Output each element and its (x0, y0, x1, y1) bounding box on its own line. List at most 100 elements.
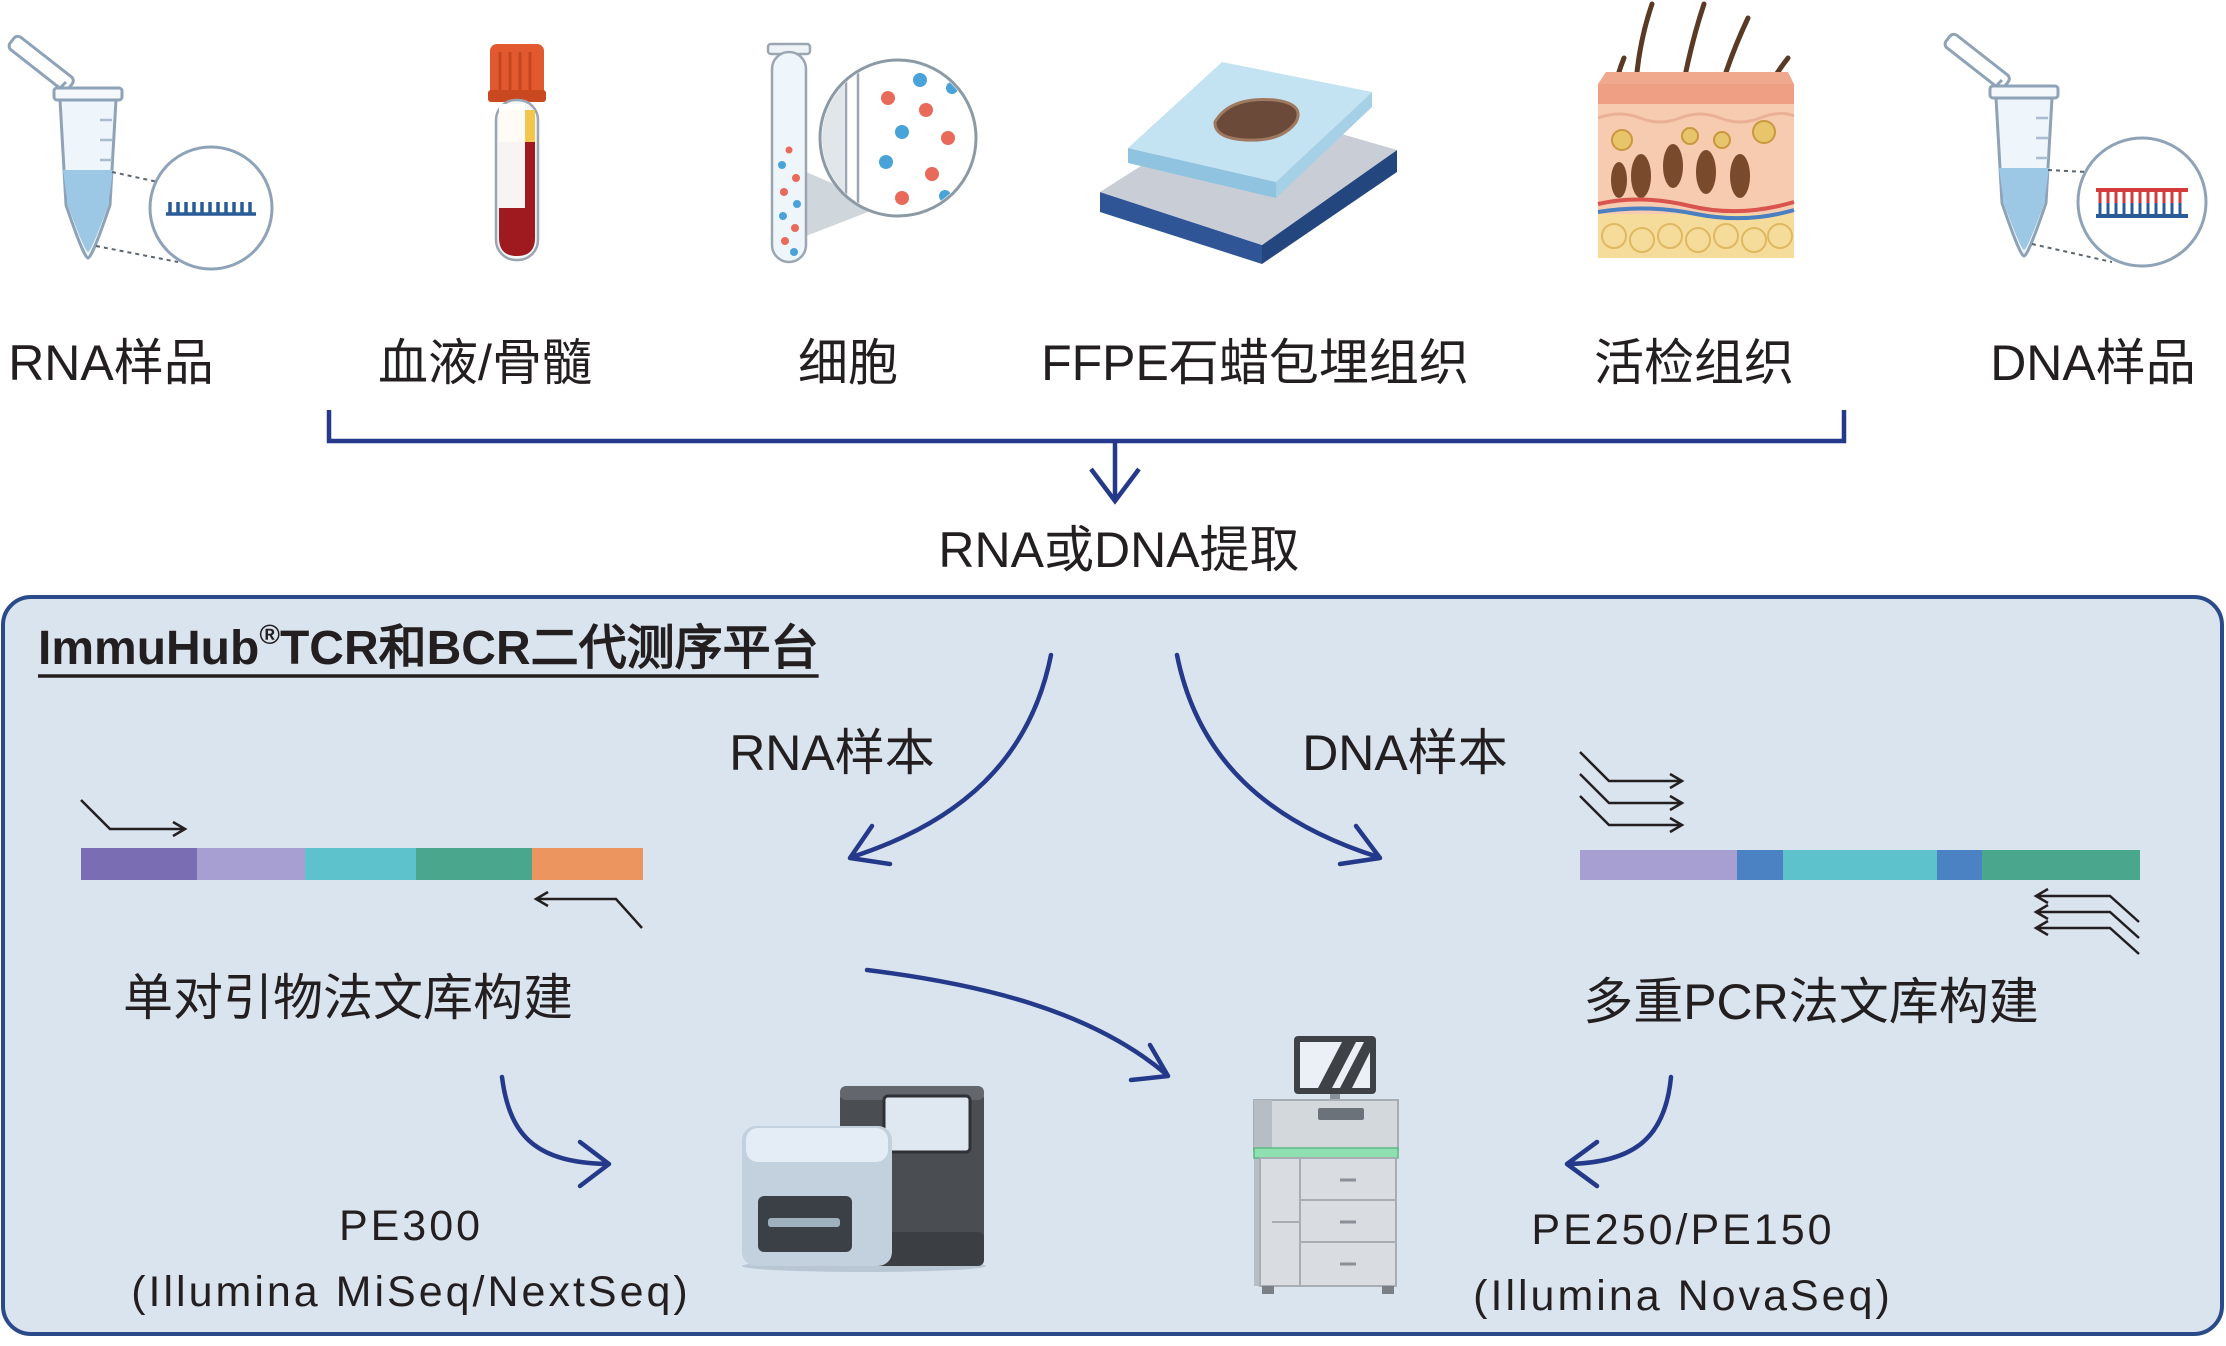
extraction-label: RNA或DNA提取 (938, 522, 1299, 578)
benchtop-sequencer-icon (742, 1086, 986, 1272)
segment-light-purple (1580, 850, 1738, 880)
rna-tube-icon (7, 34, 274, 271)
cabinet-panels (1272, 1158, 1396, 1286)
screen-stripe (1318, 1042, 1356, 1088)
platform-title-rest: TCR和BCR二代测序平台 (280, 622, 819, 675)
cell-tube-body (770, 50, 808, 264)
tube-graduations (100, 118, 112, 162)
dna-tube (1943, 32, 2060, 258)
cell-dots (778, 146, 801, 256)
extraction-arrow (1089, 441, 1141, 505)
arrow-head-dna-branch (1337, 823, 1383, 867)
blood-tube-icon (488, 44, 546, 262)
registered-mark: ® (259, 619, 280, 650)
arrow-rna-to-novaseq (864, 967, 1169, 1077)
segment-orange (532, 848, 643, 880)
segment-cyan (1783, 850, 1938, 880)
rna-branch-label: RNA样本 (729, 725, 935, 781)
fat-cells (1601, 223, 1793, 253)
production-sequencer-icon (1253, 1036, 1399, 1294)
module-top (746, 1128, 888, 1162)
rna-library-construct (80, 799, 643, 929)
segment-light-purple (197, 848, 306, 880)
sample-label-biopsy: 活检组织 (1594, 335, 1794, 391)
dna-read-length: PE250/PE150 (1531, 1206, 1834, 1254)
dna-branch-label: DNA样本 (1302, 725, 1508, 781)
cassette-side-right (1262, 150, 1397, 264)
platform-panel-border (1, 595, 2224, 1336)
paraffin-side-left (1128, 148, 1276, 198)
dna-method-label: 多重PCR法文库构建 (1583, 974, 2039, 1030)
magnifier-circle (2076, 136, 2208, 268)
sample-label-cells: 细胞 (798, 335, 898, 391)
magnifier-lines (2031, 169, 2113, 263)
sample-bracket (326, 410, 1847, 444)
platform-title: ImmuHub®TCR和BCR二代测序平台 (38, 619, 819, 675)
rna-instrument: (Illumina MiSeq/NextSeq) (131, 1268, 691, 1316)
skin-top-face (1598, 72, 1794, 84)
cabinet-foot (1262, 1286, 1274, 1294)
dermis-texture (1597, 111, 1795, 124)
vein (1597, 206, 1795, 221)
tube-liquid (63, 170, 113, 252)
forward-primer-arrow (1579, 773, 1685, 812)
forward-primer-arrow (1579, 795, 1685, 834)
rna-method-label: 单对引物法文库构建 (123, 970, 573, 1026)
segment-blue (1737, 850, 1784, 880)
magnifier-lines (95, 171, 179, 263)
arrow-dna-to-novaseq (1567, 1074, 1674, 1167)
single-primer-pair (80, 799, 643, 929)
platform-brand: ImmuHub (38, 622, 259, 675)
sample-label-blood: 血液/骨髓 (378, 335, 592, 391)
flow-arrows (499, 652, 1674, 1189)
epidermis (1598, 84, 1794, 104)
cabinet-foot (1382, 1286, 1394, 1294)
sample-label-ffpe: FFPE石蜡包埋组织 (1041, 335, 1469, 391)
rna-strand-icon (166, 202, 256, 216)
forward-primer-arrow (1579, 751, 1685, 790)
cell-tube-icon (766, 42, 978, 264)
arrow-head-dna-to-novaseq (1564, 1139, 1600, 1189)
arrow-rna-to-miseq (499, 1074, 609, 1167)
tissue-section (1213, 97, 1300, 142)
sample-label-dna: DNA样品 (1990, 335, 2196, 391)
blood-tube-cap (490, 44, 544, 96)
hair-follicles (1611, 144, 1750, 198)
platform-panel (1, 595, 2224, 1336)
dna-tube-icon (1943, 32, 2208, 268)
paraffin-side-right (1276, 92, 1372, 198)
tube-label (499, 104, 525, 208)
segment-blue (1937, 850, 1983, 880)
forward-primer-arrow (80, 799, 188, 838)
cassette-side-left (1100, 192, 1262, 264)
cap-ridges (498, 52, 532, 90)
extraction-flow (326, 410, 1847, 505)
glands (1611, 120, 1776, 151)
rna-read-length: PE300 (339, 1202, 483, 1250)
multiplex-primers (1579, 751, 2140, 955)
reverse-primer-arrow (2033, 887, 2140, 923)
arrow-head-rna-branch (847, 823, 893, 867)
dna-library-construct (1579, 751, 2140, 955)
flowcell-slot (1318, 1108, 1364, 1120)
sample-icons (7, 1, 2208, 271)
upper-cabinet (1253, 1099, 1399, 1151)
ffpe-block-icon (1100, 62, 1397, 264)
cabinet-handles (1340, 1178, 1356, 1266)
reverse-primer-arrow (2033, 903, 2140, 939)
reverse-primer-arrow (533, 890, 643, 929)
artery (1597, 197, 1795, 214)
module-bay-slot (768, 1218, 840, 1227)
dna-instrument: (Illumina NovaSeq) (1473, 1272, 1893, 1320)
tube-cap (7, 34, 75, 92)
status-light-strip (1253, 1147, 1399, 1159)
reverse-primer-arrow (2033, 919, 2140, 955)
sequencer-screen (882, 1094, 972, 1154)
segment-cyan (305, 848, 417, 880)
arrow-head-rna-to-miseq (577, 1139, 612, 1189)
sample-label-rna: RNA样品 (8, 335, 214, 391)
arrow-head-rna-to-novaseq (1128, 1042, 1171, 1083)
sample-labels: RNA样品 血液/骨髓 细胞 FFPE石蜡包埋组织 活检组织 DNA样品 (8, 335, 2196, 391)
segment-dark-purple (81, 848, 198, 880)
